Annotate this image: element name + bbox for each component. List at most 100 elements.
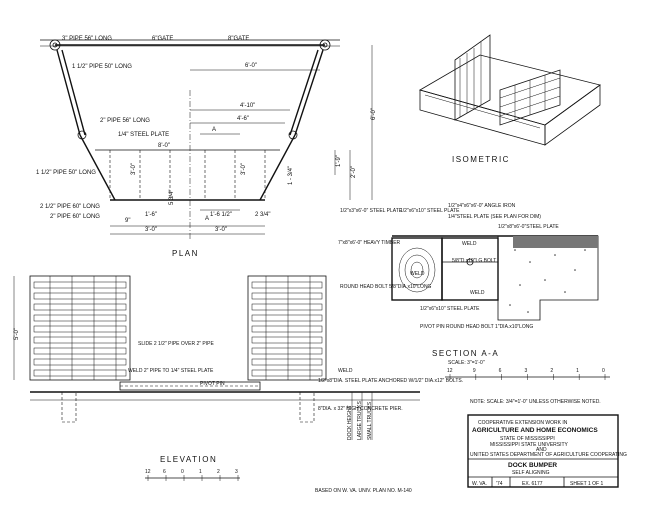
scale-tick-label: 0 [181,469,184,475]
scale-tick-label: 3 [235,469,238,475]
label-pipe-1half-50: 1 1/2" PIPE 50" LONG [72,64,132,70]
scale-tick-label: 1 [199,469,202,475]
left-pivot-circle [49,39,61,51]
label-pivot-pin: PIVOT PIN [200,381,225,387]
label-plate-a: 1/2"x3"x6'-0" STEEL PLATE [340,208,403,214]
tb-agri: AGRICULTURE AND HOME ECONOMICS [472,427,598,434]
scale-tick-label: 1 [576,368,579,374]
dim-3-0b: 3'-0" [241,163,247,175]
section-view: 1/2"x3"x6'-0" STEEL PLATE 1/2"x6"x10" ST… [338,203,610,380]
dim-4-6: 4'-6" [237,116,249,122]
plan-view: A A 3" PIPE 56" LONG 6"GATE 8"GATE 1 1/2… [36,36,377,258]
label-gate-8: 8"GATE [228,36,249,42]
dim-6-0: 6'-0" [245,63,257,69]
left-pivot-pin [52,42,58,48]
dim-1-6half: 1'-6 1/2" [210,212,232,218]
label-angle: 1/2"x4"x6"x6'-0" ANGLE IRON [448,203,516,209]
section-title: SECTION A-A [432,349,499,358]
scale-tick-label: 2 [217,469,220,475]
tb-state-code: W. VA. [472,481,487,487]
tb-usda: UNITED STATES DEPARTMENT OF AGRICULTURE … [470,452,627,458]
tb-and: AND [536,447,547,453]
scale-tick-label: 0 [602,368,605,374]
label-pipe-2-56: 2" PIPE 56" LONG [100,118,150,124]
tb-year: '74 [496,481,503,487]
right-pier [299,391,315,423]
tb-ex-no: EX. 6177 [522,481,543,487]
label-pipe-3-56: 3" PIPE 56" LONG [62,36,112,42]
label-weld2: WELD [410,271,425,277]
right-slat [251,281,323,289]
left-slat [33,314,127,322]
title-block-frame [467,414,619,488]
left-slat [33,303,127,311]
title-block: NOTE: SCALE: 3/4"=1'-0" UNLESS OTHERWISE… [467,399,627,488]
label-gate-6: 6"GATE [152,36,173,42]
tb-univ: MISSISSIPPI STATE UNIVERSITY [490,442,569,448]
dim-5-3q: 5 3/4" [169,190,175,205]
left-slat [33,358,127,366]
dim-1-3q: 1 - 3/4" [288,166,294,185]
dim-4-10: 4'-10" [240,103,255,109]
label-slide: SLIDE 2 1/2" PIPE OVER 2" PIPE [138,341,214,347]
source-note: BASED ON W. VA. UNIV. PLAN NO. M-140 [315,488,412,494]
dim-9: 9" [125,218,130,224]
isometric-view: ISOMETRIC [418,34,601,164]
section-mark-top: A [212,127,216,133]
dim-3-0c: 3'-0" [145,227,157,233]
label-dock-height: DOCK HEIGHT [347,405,353,440]
label-plate-c: 1/4"STEEL PLATE (SEE PLAN FOR DIM) [448,214,541,220]
left-bumper-slats [33,276,127,380]
label-small-trucks: SMALL TRUCKS [367,401,373,440]
right-arm-upper-2 [289,49,319,136]
left-slat [33,347,127,355]
right-slat [251,325,323,333]
scale-tick-label: 9 [473,368,476,374]
right-slat [251,358,323,366]
right-pivot-pin [322,42,328,48]
label-weld: WELD [338,368,353,374]
tb-coop: COOPERATIVE EXTENSION WORK IN [478,420,568,426]
iso-dock-side [544,84,601,146]
left-arm-upper [56,49,81,136]
label-weld3: WELD [470,290,485,296]
left-bumper-frame [29,275,131,381]
dim-2-0: 2'-0" [351,166,357,178]
right-arm-lower [259,134,296,201]
label-pier: 8"DIA. x 32" HIGH CONCRETE PIER. [318,406,403,412]
label-weld1: WELD [462,241,477,247]
left-slat [33,325,127,333]
right-slat [251,292,323,300]
dim-3-0d: 3'-0" [215,227,227,233]
bolt-head [466,258,474,266]
right-slat [251,303,323,311]
left-slat [33,292,127,300]
iso-bumper-panel [454,34,491,121]
concrete-stipple [509,249,586,313]
scale-tick-label: 2 [550,368,553,374]
left-arm-lower [79,134,116,201]
left-pier [61,391,77,423]
scale-tick-label: 12 [145,469,151,475]
timber-grain-2 [404,254,430,286]
dim-1-9: 1'-9" [336,155,342,167]
tb-title: DOCK BUMPER [508,462,557,469]
dim-6-0-vertical: 6'-0" [371,108,377,120]
angle-iron-fill [513,236,598,248]
label-anchor-plate: 1/2"x8"DIA. STEEL PLATE ANCHORED W/1/2" … [318,378,463,384]
tb-state: STATE OF MISSISSIPPI [500,436,555,442]
label-pivot: PIVOT PIN ROUND HEAD BOLT 1"DIA.x10"LONG [420,324,533,330]
right-slat [251,314,323,322]
timber-grain-3 [410,261,424,279]
concrete-dock [497,235,599,321]
left-slat [33,369,127,377]
right-bumper-frame [247,275,327,381]
right-slat [251,369,323,377]
section-mark-bottom: A [205,216,209,222]
elevation-view: 5'-0" SLIDE 2 1/2" PIPE OVER 2" PIPE WEL… [13,275,463,494]
left-arm-upper-2 [61,49,86,136]
label-weld-pipe: WELD 2" PIPE TO 1/4" STEEL PLATE [128,368,214,374]
label-large-trucks: LARGE TRUCKS [357,401,363,440]
